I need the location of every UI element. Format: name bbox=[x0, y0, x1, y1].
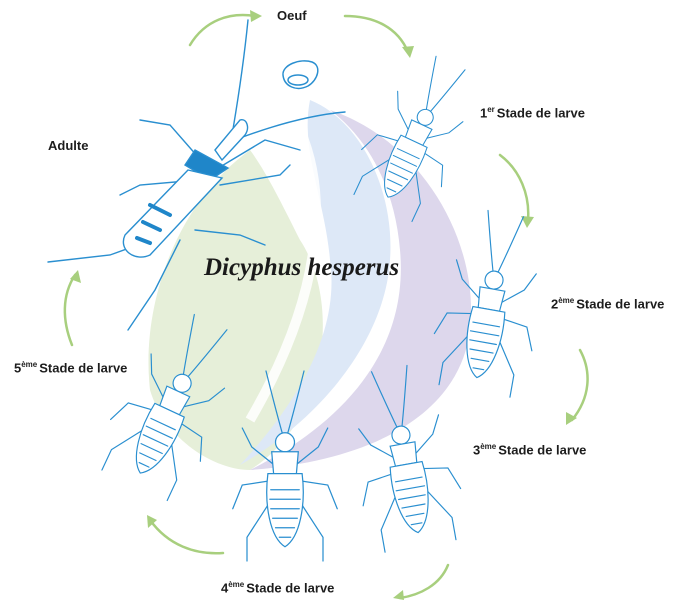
stage-l2-text: Stade de larve bbox=[576, 296, 664, 311]
stage-l1-text: Stade de larve bbox=[497, 105, 585, 120]
arrowhead-l1 bbox=[402, 46, 414, 58]
stage-label-adult: Adulte bbox=[48, 139, 88, 152]
stage-l3-ordinal: ème bbox=[480, 442, 496, 451]
arrow-l3-to-l4 bbox=[400, 565, 448, 598]
arrow-l1-to-l2 bbox=[500, 155, 528, 220]
arrow-l2-to-l3 bbox=[572, 350, 588, 420]
stage-l3-text: Stade de larve bbox=[498, 442, 586, 457]
arrowhead-egg bbox=[250, 10, 262, 22]
stage-label-egg: Oeuf bbox=[277, 9, 307, 22]
stage-egg-text: Oeuf bbox=[277, 8, 307, 23]
arrow-egg-to-l1 bbox=[345, 16, 408, 52]
egg-illustration bbox=[283, 61, 318, 89]
species-title: Dicyphus hesperus bbox=[204, 254, 399, 282]
stage-l1-ordinal: er bbox=[487, 105, 495, 114]
arrow-l5-to-adult bbox=[65, 275, 75, 345]
stage-l5-text: Stade de larve bbox=[39, 360, 127, 375]
stage-l4-text: Stade de larve bbox=[246, 580, 334, 595]
stage-l4-ordinal: ème bbox=[228, 580, 244, 589]
stage-adult-text: Adulte bbox=[48, 138, 88, 153]
arrowhead-l4 bbox=[393, 590, 404, 600]
arrow-l4-to-l5 bbox=[150, 520, 223, 553]
stage-l2-ordinal: ème bbox=[558, 296, 574, 305]
stage-l5-ordinal: ème bbox=[21, 360, 37, 369]
